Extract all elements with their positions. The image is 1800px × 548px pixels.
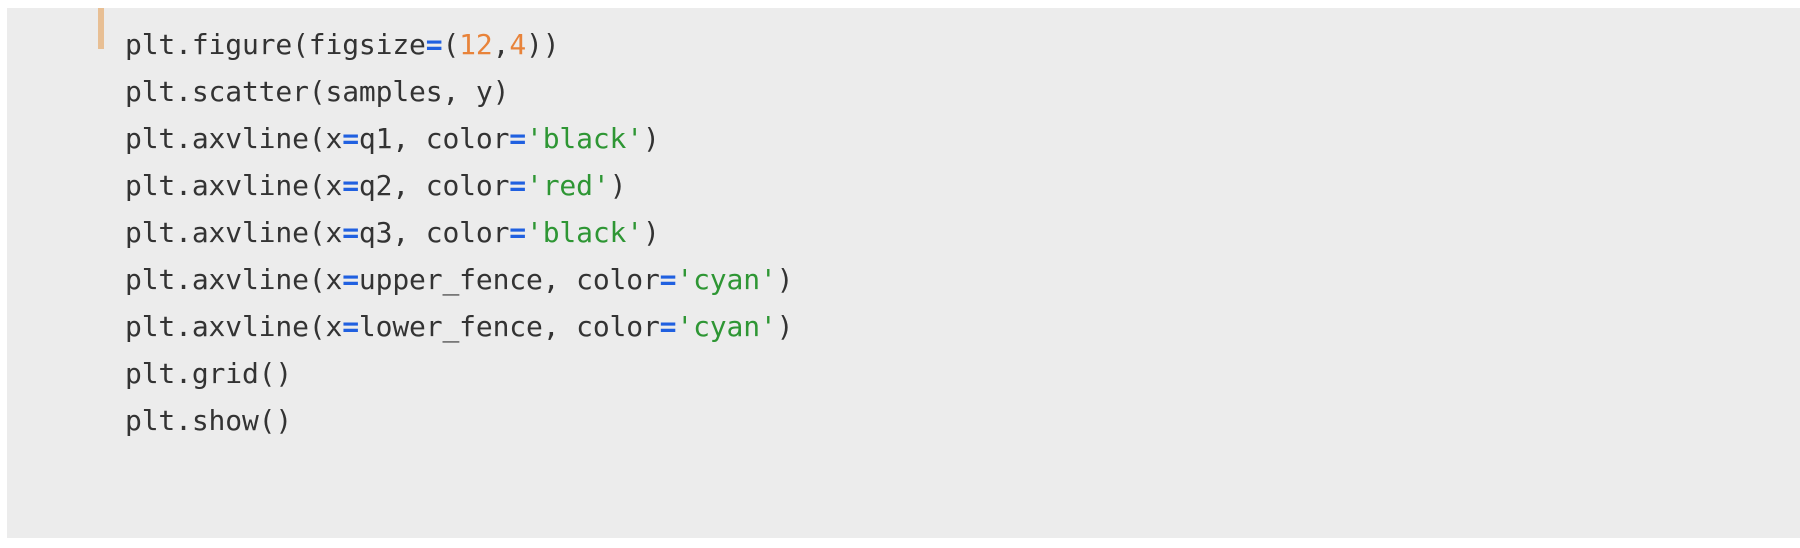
code-token-string: 'cyan' bbox=[676, 263, 777, 296]
code-line[interactable]: plt.axvline(x=upper_fence, color='cyan') bbox=[125, 256, 1785, 303]
code-token-plain: plt.grid() bbox=[125, 357, 293, 390]
code-token-operator: = bbox=[425, 28, 443, 61]
code-token-punct: ) bbox=[776, 263, 794, 296]
code-token-operator: = bbox=[509, 216, 527, 249]
code-token-punct: , bbox=[492, 28, 510, 61]
code-token-plain: plt.axvline(x bbox=[125, 122, 343, 155]
code-token-string: 'red' bbox=[526, 169, 610, 202]
code-lines-container[interactable]: plt.figure(figsize=(12,4))plt.scatter(sa… bbox=[125, 21, 1785, 444]
code-accent-bar bbox=[98, 8, 104, 49]
code-line[interactable]: plt.scatter(samples, y) bbox=[125, 68, 1785, 115]
code-token-operator: = bbox=[342, 310, 359, 343]
code-token-operator: = bbox=[342, 169, 359, 202]
code-block[interactable]: plt.figure(figsize=(12,4))plt.scatter(sa… bbox=[7, 8, 1800, 538]
code-line[interactable]: plt.axvline(x=q3, color='black') bbox=[125, 209, 1785, 256]
code-line[interactable]: plt.axvline(x=lower_fence, color='cyan') bbox=[125, 303, 1785, 350]
code-token-plain: q2, color bbox=[358, 169, 510, 202]
code-token-string: 'black' bbox=[526, 122, 643, 155]
code-token-punct: ( bbox=[442, 28, 460, 61]
code-token-number: 12 bbox=[459, 28, 493, 61]
code-token-operator: = bbox=[509, 169, 527, 202]
code-line[interactable]: plt.axvline(x=q2, color='red') bbox=[125, 162, 1785, 209]
code-token-operator: = bbox=[342, 216, 359, 249]
code-token-plain: plt.figure(figsize bbox=[125, 28, 426, 61]
code-token-string: 'cyan' bbox=[676, 310, 777, 343]
code-token-operator: = bbox=[342, 263, 359, 296]
code-token-punct: ) bbox=[642, 122, 660, 155]
code-token-plain: q3, color bbox=[358, 216, 510, 249]
code-token-plain: plt.axvline(x bbox=[125, 216, 343, 249]
code-token-operator: = bbox=[659, 263, 677, 296]
code-line[interactable]: plt.show() bbox=[125, 397, 1785, 444]
code-token-plain: upper_fence, color bbox=[358, 263, 660, 296]
code-token-punct: ) bbox=[609, 169, 627, 202]
code-token-plain: plt.axvline(x bbox=[125, 263, 343, 296]
code-token-number: 4 bbox=[509, 28, 527, 61]
code-token-plain: plt.axvline(x bbox=[125, 310, 343, 343]
code-token-plain: lower_fence, color bbox=[358, 310, 660, 343]
code-token-plain: plt.axvline(x bbox=[125, 169, 343, 202]
code-line[interactable]: plt.grid() bbox=[125, 350, 1785, 397]
code-token-punct: ) bbox=[642, 216, 660, 249]
code-token-operator: = bbox=[659, 310, 677, 343]
code-token-operator: = bbox=[342, 122, 359, 155]
code-token-punct: ) bbox=[776, 310, 794, 343]
code-token-operator: = bbox=[509, 122, 527, 155]
code-token-string: 'black' bbox=[526, 216, 643, 249]
code-token-plain: q1, color bbox=[358, 122, 510, 155]
code-token-punct: )) bbox=[526, 28, 560, 61]
code-token-plain: plt.scatter(samples, y) bbox=[125, 75, 510, 108]
code-line[interactable]: plt.figure(figsize=(12,4)) bbox=[125, 21, 1785, 68]
code-token-plain: plt.show() bbox=[125, 404, 293, 437]
code-line[interactable]: plt.axvline(x=q1, color='black') bbox=[125, 115, 1785, 162]
